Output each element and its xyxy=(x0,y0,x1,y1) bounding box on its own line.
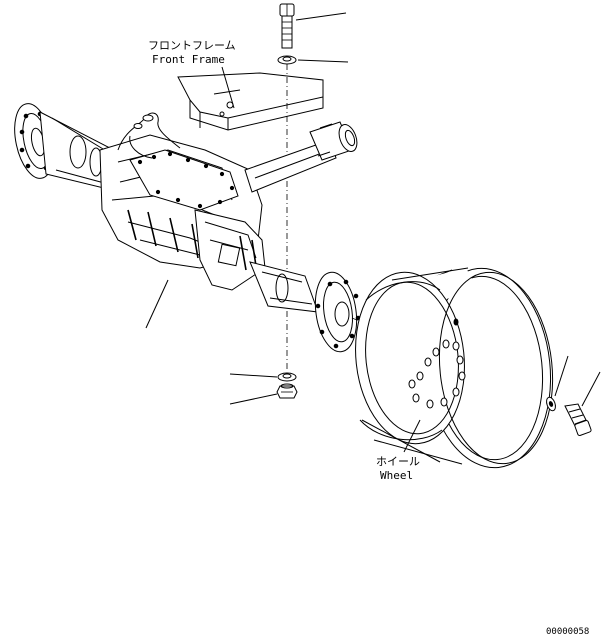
wheel-washer xyxy=(546,396,556,412)
wheel-label-en: Wheel xyxy=(380,469,414,482)
frame-bolt xyxy=(279,3,295,49)
axle-leader-line xyxy=(145,279,169,329)
front-frame-label-jp: フロントフレーム xyxy=(148,39,236,52)
wheel-rim xyxy=(355,267,554,469)
bolt-leader-line xyxy=(295,12,347,21)
front-frame-leader-line xyxy=(221,66,235,109)
drawing-number: 00000058 xyxy=(546,627,590,637)
washer-leader-line xyxy=(297,59,349,63)
lower-washer xyxy=(277,372,297,382)
wheel-washer-leader-line xyxy=(554,355,569,397)
wheel-leader-line xyxy=(403,419,421,453)
lower-nut-leader-line xyxy=(229,393,278,405)
axle-assembly xyxy=(14,103,361,353)
lower-nut xyxy=(276,383,298,399)
front-frame xyxy=(177,72,324,131)
top-washer xyxy=(277,55,297,65)
front-frame-label-en: Front Frame xyxy=(152,53,225,66)
wheel-label-jp: ホイール xyxy=(376,455,420,468)
wheel-bolt xyxy=(564,403,592,436)
lower-washer-leader-line xyxy=(229,373,278,378)
wheel-bolt-leader-line xyxy=(581,371,601,407)
